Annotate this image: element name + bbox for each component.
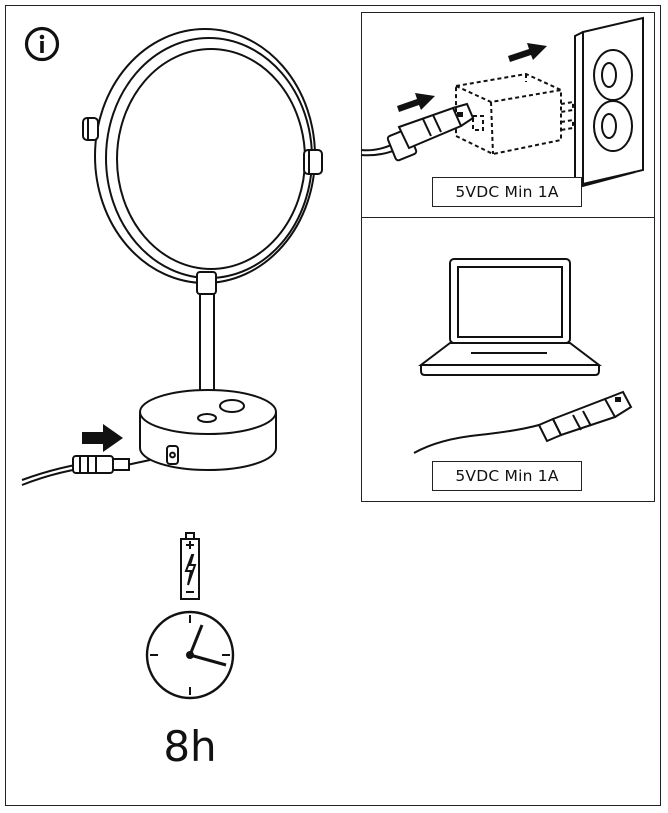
- arrow-to-adapter: [397, 93, 435, 112]
- charge-duration: 8h: [163, 722, 217, 771]
- laptop-usb-illustration: [413, 258, 633, 454]
- info-icon: [24, 26, 60, 62]
- usb-spec-label: 5VDC Min 1A: [432, 461, 582, 491]
- adapter-illustration: [360, 16, 644, 190]
- panel-divider: [361, 217, 655, 218]
- mirror-illustration: [21, 28, 323, 486]
- power-source-panel: [361, 12, 655, 502]
- insert-arrow: [82, 424, 123, 452]
- page-frame: [5, 5, 661, 806]
- clock-icon: [145, 610, 235, 700]
- arrow-to-socket: [508, 43, 547, 62]
- adapter-spec-label: 5VDC Min 1A: [432, 177, 582, 207]
- battery-charging-icon: [180, 532, 200, 600]
